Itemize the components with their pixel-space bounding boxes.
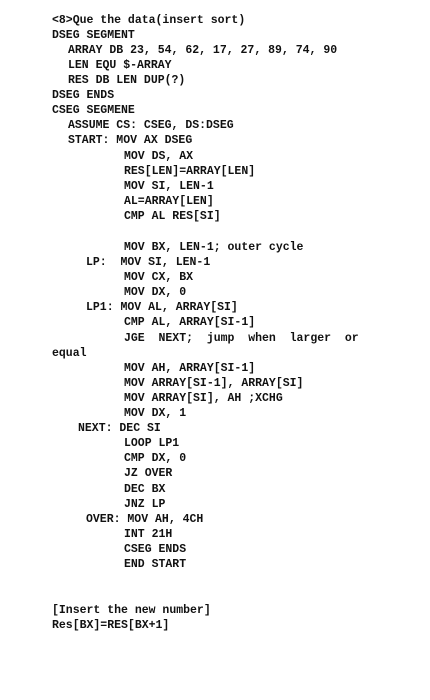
code-line: NEXT: DEC SI (78, 422, 161, 435)
code-line: <8>Que the data(insert sort) (52, 14, 246, 27)
code-line: DSEG SEGMENT (52, 29, 135, 42)
code-line: START: MOV AX DSEG (68, 134, 193, 147)
code-line: LOOP LP1 (124, 437, 180, 450)
code-line: RES[LEN]=ARRAY[LEN] (124, 165, 256, 178)
code-line: MOV DX, 1 (124, 407, 187, 420)
code-line: DEC BX (124, 483, 166, 496)
code-line: OVER: MOV AH, 4CH (86, 513, 204, 526)
code-line: [Insert the new number] (52, 604, 211, 617)
code-line: END START (124, 558, 187, 571)
code-line: Res[BX]=RES[BX+1] (52, 619, 170, 632)
code-line: MOV CX, BX (124, 271, 194, 284)
code-line: JZ OVER (124, 467, 173, 480)
code-line: MOV ARRAY[SI], AH ;XCHG (124, 392, 283, 405)
code-line: LP1: MOV AL, ARRAY[SI] (86, 301, 238, 314)
code-line: AL=ARRAY[LEN] (124, 195, 214, 208)
code-line: RES DB LEN DUP(?) (68, 74, 186, 87)
code-line: LP: MOV SI, LEN-1 (86, 256, 211, 269)
code-line: MOV ARRAY[SI-1], ARRAY[SI] (124, 377, 304, 390)
code-line: MOV DX, 0 (124, 286, 187, 299)
code-line: DSEG ENDS (52, 89, 115, 102)
code-line: CSEG ENDS (124, 543, 187, 556)
code-line: CMP AL, ARRAY[SI-1] (124, 316, 256, 329)
code-line: INT 21H (124, 528, 173, 541)
code-line: LEN EQU $-ARRAY (68, 59, 172, 72)
code-line: CMP AL RES[SI] (124, 210, 221, 223)
code-line: ARRAY DB 23, 54, 62, 17, 27, 89, 74, 90 (68, 44, 338, 57)
code-line: MOV SI, LEN-1 (124, 180, 214, 193)
code-line: JNZ LP (124, 498, 166, 511)
code-line: MOV AH, ARRAY[SI-1] (124, 362, 256, 375)
code-line: CSEG SEGMENE (52, 104, 135, 117)
code-line: CMP DX, 0 (124, 452, 187, 465)
code-line: MOV BX, LEN-1; outer cycle (124, 241, 304, 254)
code-line: ASSUME CS: CSEG, DS:DSEG (68, 119, 234, 132)
code-line: equal (52, 347, 87, 360)
code-line: MOV DS, AX (124, 150, 194, 163)
code-line: JGE NEXT; jump when larger or (124, 332, 359, 345)
